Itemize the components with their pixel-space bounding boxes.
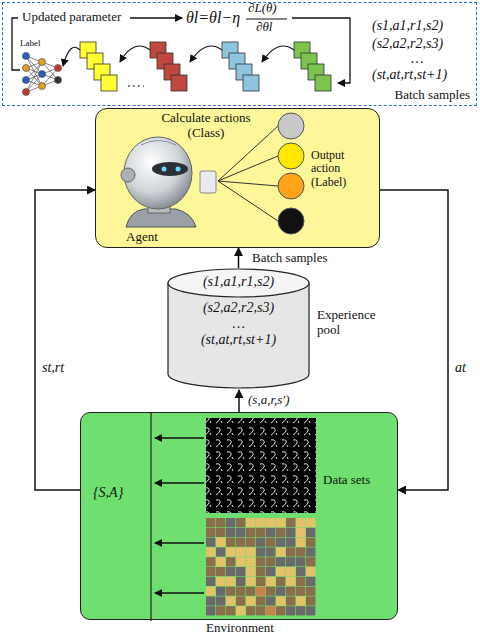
pool-heading: Experience pool <box>317 308 389 337</box>
state-action-label: {S,A} <box>93 485 123 501</box>
dataset-label: Data sets <box>323 473 383 488</box>
feature-maps <box>80 42 331 91</box>
region-caption: Batch samples <box>395 88 470 103</box>
environment-illustration <box>81 413 399 621</box>
environment-box: {S,A}Data setsEnvironment <box>80 412 398 620</box>
pool-node: (s1,a1,r1,s2) (s2,a2,r2,s3)…(st,at,rt,st+… <box>167 268 310 390</box>
sample-tuple: (s2,a2,r2,s3) <box>167 300 310 316</box>
edge-label: Batch samples <box>250 251 329 266</box>
box-heading: Environment <box>81 621 399 636</box>
sample-tuple: (s1,a1,r1,s2) <box>372 18 443 34</box>
sample-tuple: (s1,a1,r1,s2) <box>167 274 310 290</box>
ellipsis: … <box>410 51 424 67</box>
edge-label: (s,a,r,s′) <box>246 393 292 408</box>
layer-arrows <box>63 46 294 86</box>
agent-label: Agent <box>126 230 158 245</box>
flow-arrow <box>238 390 240 412</box>
agent-box: Calculate actions (Class) Agent Output act… <box>95 108 380 248</box>
formula-denominator: ∂θl <box>256 20 272 35</box>
network-icon <box>23 53 62 96</box>
sample-tuple: (st,at,rt,st+1) <box>372 67 447 83</box>
sample-tuple: (st,at,rt,st+1) <box>167 332 310 348</box>
update-arrows <box>12 18 350 83</box>
formula-text: θl=θl−η <box>186 9 240 27</box>
arrow-label: Updated parameter <box>22 10 121 25</box>
output-label: Output action (Label) <box>311 149 361 189</box>
formula-numerator: ∂L(θ) <box>248 1 277 16</box>
edge-label: at <box>453 360 468 376</box>
ellipsis: … <box>167 316 310 332</box>
network-label: Label <box>20 38 41 48</box>
flow-arrow <box>238 248 240 268</box>
box-heading: Calculate actions (Class) <box>151 111 261 140</box>
edge-label: st,rt <box>40 360 66 376</box>
sample-tuple: (s2,a2,r2,s3) <box>372 36 443 52</box>
